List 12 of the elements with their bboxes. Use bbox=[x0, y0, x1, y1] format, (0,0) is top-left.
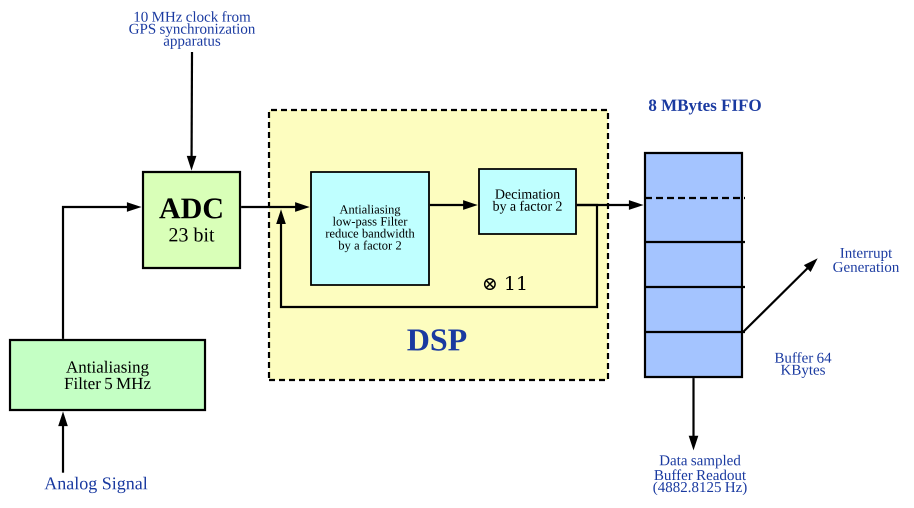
arrow bbox=[276, 204, 598, 308]
adc-box: ADC 23 bit bbox=[142, 170, 242, 270]
input-label: Analog Signal bbox=[44, 476, 148, 494]
process-box: Decimation by a factor 2 bbox=[478, 168, 577, 235]
edge-label: ⊗ 11 bbox=[480, 274, 530, 292]
process-box: Antialiasing low-pass Filter reduce bandwidth by a factor 2 bbox=[310, 171, 430, 286]
caption-text: 10 MHz clock from GPS synchronization apparatus bbox=[129, 11, 256, 49]
output-label: Data sampled Buffer Readout (4882.8125 Hz) bbox=[653, 454, 747, 496]
filter-box: Antialiasing Filter 5 MHz bbox=[8, 338, 206, 412]
output-label: Interrupt Generation bbox=[833, 248, 900, 272]
buffer-label: Buffer 64 KBytes bbox=[774, 352, 832, 378]
fifo-buffer: 8 MBytes FIFO bbox=[644, 100, 761, 378]
